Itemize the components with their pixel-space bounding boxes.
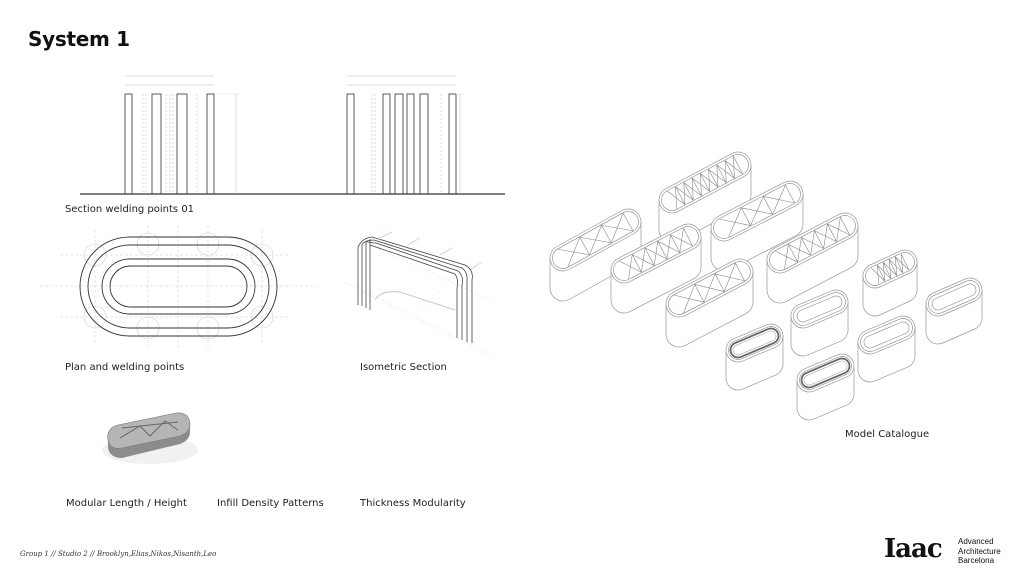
logo-text: Advanced Architecture Barcelona [958, 537, 1001, 566]
capsule-outline [729, 327, 780, 359]
capsule-outline [790, 289, 849, 329]
catalogue-piece [857, 315, 916, 383]
capsule-outline [865, 252, 915, 286]
capsule-outline [725, 323, 784, 363]
capsule-outline [796, 295, 843, 323]
section-wall [346, 93, 355, 195]
section-drawing [80, 75, 505, 195]
isometric-section-drawing [344, 231, 491, 356]
infill-pattern [719, 184, 795, 238]
capsule-outline [803, 360, 848, 386]
caption-section: Section welding points 01 [65, 204, 195, 215]
capsule-outline [925, 277, 983, 317]
catalogue-piece [862, 249, 918, 317]
catalogue-piece [610, 223, 702, 314]
infill-pattern [619, 227, 693, 279]
logo-line: Barcelona [958, 556, 995, 565]
catalogue-piece [725, 323, 784, 391]
footer-credits: Group 1 // Studio 2 // Brooklyn,Elias,Ni… [20, 550, 217, 558]
caption-modular: Modular Length / Height [66, 498, 187, 509]
infill-pattern [775, 216, 850, 269]
section-wall [206, 93, 215, 195]
section-wall [419, 93, 429, 195]
section-wall [382, 93, 391, 195]
catalogue-piece [796, 353, 855, 421]
iaac-logo: Iaac [884, 534, 943, 564]
capsule-outline [613, 226, 699, 281]
capsule-outline [931, 283, 977, 311]
catalogue-piece [790, 289, 849, 357]
plan-drawing [40, 225, 316, 350]
capsule-outline [728, 326, 781, 360]
caption-plan: Plan and welding points [65, 362, 185, 373]
section-wall [394, 93, 404, 195]
infill-pattern [674, 263, 745, 313]
caption-infill: Infill Density Patterns [217, 498, 324, 509]
capsule-outline [800, 357, 851, 389]
infill-pattern [558, 213, 634, 267]
logo-line: Architecture [958, 546, 1001, 556]
capsule-outline [857, 315, 916, 355]
catalogue-piece [710, 180, 804, 272]
section-wall [124, 93, 133, 195]
caption-catalogue: Model Catalogue [845, 429, 930, 440]
section-wall [406, 93, 415, 195]
capsule-outline [860, 318, 913, 352]
capsule-outline [793, 292, 846, 326]
capsule-outline [769, 215, 856, 271]
catalogue-piece [549, 208, 642, 302]
caption-thickness: Thickness Modularity [360, 498, 466, 509]
capsule-outline [863, 321, 910, 349]
logo-line: Advanced [958, 537, 994, 546]
catalogue-piece [665, 258, 754, 348]
catalogue-piece [925, 277, 983, 345]
capsule-outline [713, 183, 801, 239]
catalogue-piece [766, 212, 859, 304]
infill-pattern [870, 253, 910, 285]
capsule-outline [928, 280, 980, 314]
capsule-outline [668, 261, 751, 315]
caption-isometric: Isometric Section [360, 362, 447, 373]
capsule-outline [661, 154, 749, 211]
capsule-outline [732, 330, 777, 356]
slide-title: System 1 [28, 27, 130, 51]
capsule-outline [552, 211, 639, 269]
capsule-outline [799, 356, 852, 390]
model-catalogue [549, 151, 983, 421]
infill-pattern [667, 156, 743, 209]
capsule-outline [796, 353, 855, 393]
section-wall [448, 93, 457, 195]
section-wall [151, 93, 162, 195]
modular-render [102, 412, 198, 464]
section-wall [176, 93, 188, 195]
